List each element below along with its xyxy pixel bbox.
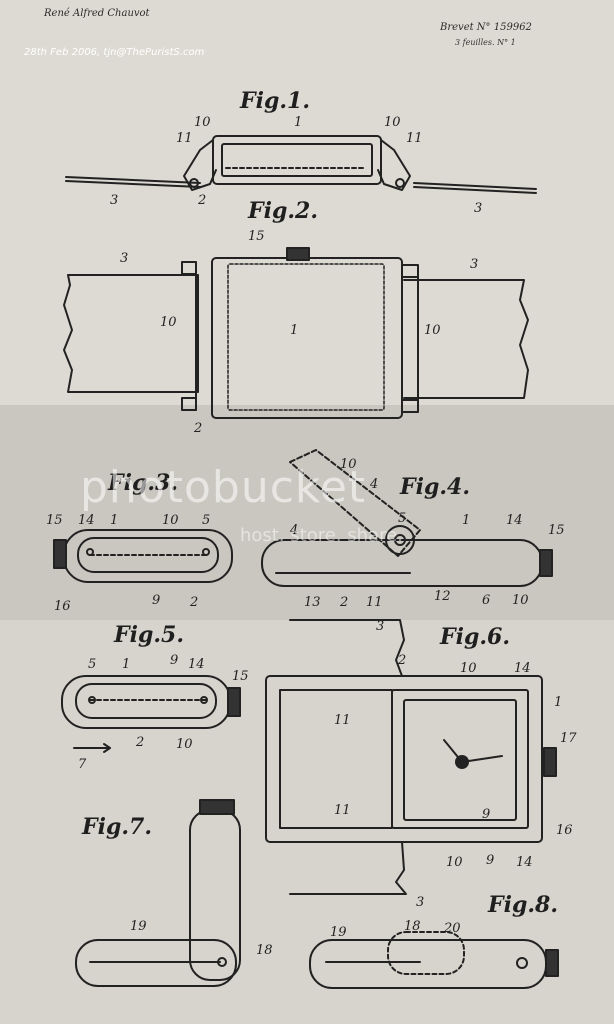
ref-12: 12: [434, 589, 451, 604]
brevet-number: Brevet N° 159962: [440, 22, 532, 33]
ref-5: 5: [202, 513, 210, 528]
ref-3: 3: [110, 193, 118, 208]
ref-3: 3: [474, 201, 482, 216]
paper-band-bottom: [0, 620, 614, 1024]
paper-band-middle: [0, 405, 614, 620]
ref-15: 15: [548, 523, 565, 538]
ref-7: 7: [78, 757, 87, 772]
ref-5: 5: [88, 657, 96, 672]
fig8-drawing: [309, 931, 559, 989]
ref-16: 16: [556, 823, 573, 838]
ref-18: 18: [404, 919, 421, 934]
ref-10: 10: [460, 661, 477, 676]
ref-9: 9: [152, 593, 160, 608]
ref-11: 11: [366, 595, 383, 610]
ref-2: 2: [193, 421, 202, 436]
paper-band-top: [0, 0, 614, 405]
ref-10: 10: [384, 115, 401, 130]
ref-19: 19: [130, 919, 147, 934]
ref-10: 10: [340, 457, 357, 472]
fig4-drawing: [261, 449, 553, 587]
fig7-label: Fig.7.: [82, 814, 152, 840]
ref-2: 2: [339, 595, 348, 610]
ref-2: 2: [197, 193, 206, 208]
ref-3: 3: [416, 895, 424, 910]
ref-3: 3: [470, 257, 478, 272]
ref-10: 10: [424, 323, 441, 338]
ref-14: 14: [188, 657, 205, 672]
fig1-drawing: [65, 135, 537, 194]
ref-18: 18: [256, 943, 273, 958]
inventor-name: René Alfred Chauvot: [44, 8, 150, 19]
fig5-label: Fig.5.: [114, 622, 184, 648]
ref-2: 2: [135, 735, 144, 750]
ref-16: 16: [54, 599, 71, 614]
fig2-drawing: [63, 247, 529, 419]
ref-1: 1: [462, 513, 470, 528]
ref-20: 20: [443, 921, 461, 936]
fig6-label: Fig.6.: [440, 624, 510, 650]
ref-14: 14: [514, 661, 531, 676]
ref-9: 9: [486, 853, 494, 868]
ref-2: 2: [189, 595, 198, 610]
ref-6: 6: [482, 593, 490, 608]
sheet-number: 3 feuilles. N° 1: [455, 38, 516, 47]
ref-10: 10: [176, 737, 193, 752]
fig5-drawing: [61, 675, 241, 753]
ref-11: 11: [176, 131, 193, 146]
fig7-drawing: [75, 799, 241, 987]
ref-9: 9: [170, 653, 178, 668]
ref-15: 15: [248, 229, 265, 244]
ref-1: 1: [554, 695, 562, 710]
ref-10: 10: [194, 115, 211, 130]
ref-17: 17: [560, 731, 577, 746]
ref-10: 10: [512, 593, 529, 608]
ref-10: 10: [160, 315, 177, 330]
ref-10: 10: [446, 855, 463, 870]
ref-15: 15: [46, 513, 63, 528]
date-stamp: 28th Feb 2006, tjn@ThePuristS.com: [24, 47, 205, 58]
fig2-label: Fig.2.: [248, 198, 318, 224]
fig1-label: Fig.1.: [240, 88, 310, 114]
ref-1: 1: [294, 115, 302, 130]
ref-3: 3: [376, 619, 384, 634]
ref-1: 1: [290, 323, 298, 338]
ref-3: 3: [120, 251, 128, 266]
ref-14: 14: [516, 855, 533, 870]
watermark-logo: photobucket: [80, 462, 367, 513]
fig6-drawing: [265, 619, 557, 895]
fig4-label: Fig.4.: [400, 474, 470, 500]
fig3-drawing: [53, 529, 233, 583]
ref-11: 11: [334, 713, 351, 728]
ref-11: 11: [406, 131, 423, 146]
ref-2: 2: [397, 653, 406, 668]
ref-14: 14: [78, 513, 95, 528]
ref-13: 13: [304, 595, 321, 610]
fig8-label: Fig.8.: [488, 892, 558, 918]
ref-15: 15: [232, 669, 249, 684]
ref-4: 4: [289, 523, 298, 538]
fig3-label: Fig.3.: [108, 470, 178, 496]
ref-1: 1: [122, 657, 130, 672]
ref-1: 1: [110, 513, 118, 528]
ref-10: 10: [162, 513, 179, 528]
ref-9: 9: [482, 807, 490, 822]
ref-5: 5: [398, 511, 406, 526]
ref-4: 4: [369, 477, 378, 492]
ref-11: 11: [334, 803, 351, 818]
watermark-tagline: host. store. share.: [240, 525, 403, 546]
ref-14: 14: [506, 513, 523, 528]
ref-19: 19: [330, 925, 347, 940]
